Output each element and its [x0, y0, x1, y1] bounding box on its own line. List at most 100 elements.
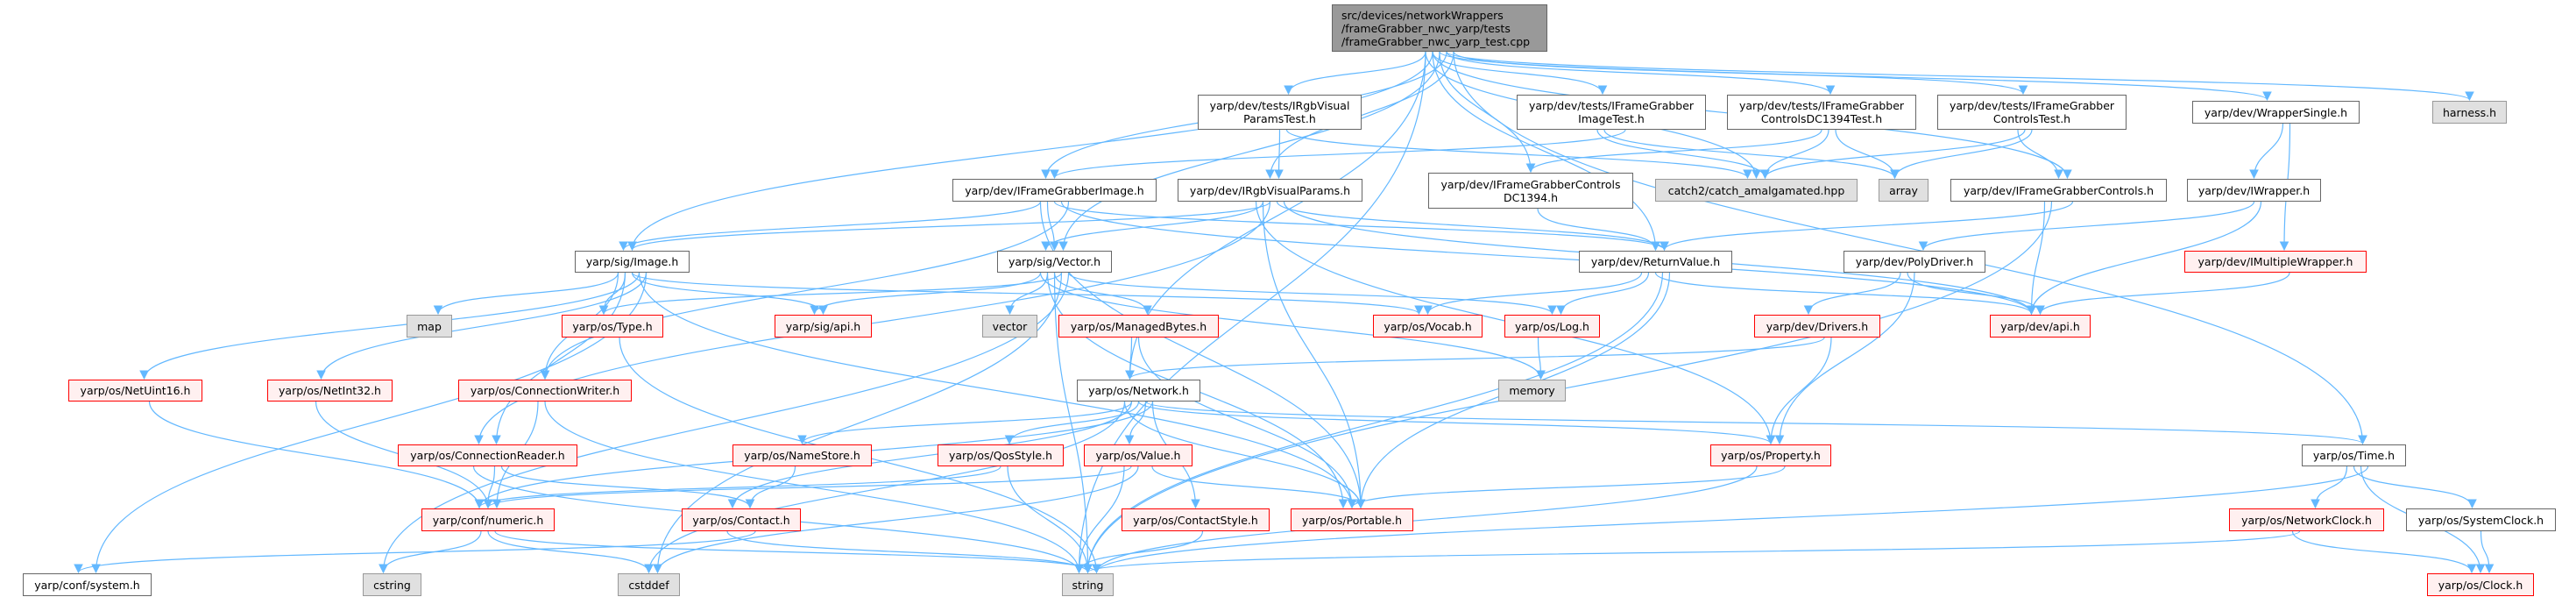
- node-type[interactable]: yarp/os/Type.h: [562, 315, 663, 338]
- node-memory[interactable]: memory: [1498, 380, 1566, 402]
- node-qosstyle[interactable]: yarp/os/QosStyle.h: [938, 444, 1064, 466]
- node-confsystem[interactable]: yarp/conf/system.h: [23, 573, 152, 596]
- node-ifgcontrols[interactable]: yarp/dev/IFrameGrabberControls.h: [1950, 179, 2167, 202]
- node-vocab[interactable]: yarp/os/Vocab.h: [1373, 315, 1483, 338]
- edge-contactstyle-to-string: [1074, 530, 1204, 574]
- node-label: yarp/os/NameStore.h: [744, 449, 860, 462]
- node-catch2[interactable]: catch2/catch_amalgamated.hpp: [1655, 179, 1858, 202]
- node-label: catch2/catch_amalgamated.hpp: [1667, 183, 1845, 197]
- node-ifgimage[interactable]: yarp/dev/IFrameGrabberImage.h: [952, 179, 1157, 202]
- node-label: yarp/dev/IFrameGrabberImage.h: [965, 183, 1144, 197]
- node-drivers[interactable]: yarp/dev/Drivers.h: [1754, 315, 1880, 338]
- node-imultiplewrapper[interactable]: yarp/dev/IMultipleWrapper.h: [2184, 251, 2367, 273]
- node-sigapi[interactable]: yarp/sig/api.h: [775, 315, 872, 338]
- edge-ifgimage-to-returnvalue: [1053, 201, 1669, 252]
- node-netint32[interactable]: yarp/os/NetInt32.h: [267, 380, 393, 402]
- edge-ifgimagetest-to-catch2: [1596, 129, 1770, 180]
- node-managedbytes[interactable]: yarp/os/ManagedBytes.h: [1058, 315, 1219, 338]
- node-label: yarp/sig/api.h: [785, 319, 861, 333]
- node-string[interactable]: string: [1062, 573, 1114, 596]
- edge-root-to-returnvalue: [1432, 51, 1660, 252]
- node-connwriter[interactable]: yarp/os/ConnectionWriter.h: [458, 380, 632, 402]
- node-root[interactable]: src/devices/networkWrappers/frameGrabber…: [1332, 4, 1547, 52]
- node-value[interactable]: yarp/os/Value.h: [1084, 444, 1192, 466]
- node-netuint16[interactable]: yarp/os/NetUint16.h: [68, 380, 202, 402]
- node-property[interactable]: yarp/os/Property.h: [1710, 444, 1831, 466]
- node-connreader[interactable]: yarp/os/ConnectionReader.h: [398, 444, 577, 466]
- node-returnvalue[interactable]: yarp/dev/ReturnValue.h: [1579, 251, 1732, 273]
- node-cstring[interactable]: cstring: [363, 573, 421, 596]
- node-harness[interactable]: harness.h: [2432, 101, 2507, 124]
- node-iwrapper[interactable]: yarp/dev/IWrapper.h: [2187, 179, 2321, 202]
- node-label: yarp/conf/system.h: [34, 578, 140, 592]
- node-label: yarp/os/Value.h: [1095, 449, 1181, 462]
- edge-time-to-string: [1092, 466, 2369, 574]
- edge-image-to-sigapi: [631, 272, 828, 316]
- edge-root-to-time: [1453, 51, 2367, 445]
- edge-root-to-wrappersingle: [1439, 51, 2272, 102]
- node-numeric[interactable]: yarp/conf/numeric.h: [421, 508, 555, 531]
- node-label: array: [1889, 183, 1918, 197]
- node-label: yarp/os/Clock.h: [2438, 578, 2523, 592]
- node-contact[interactable]: yarp/os/Contact.h: [682, 508, 801, 531]
- node-array[interactable]: array: [1879, 179, 1928, 202]
- edge-vector-to-log: [1067, 272, 1557, 316]
- node-time[interactable]: yarp/os/Time.h: [2302, 444, 2406, 466]
- edge-irgbvp-to-portable: [1262, 201, 1366, 509]
- node-wrappersingle[interactable]: yarp/dev/WrapperSingle.h: [2192, 101, 2360, 124]
- node-contactstyle[interactable]: yarp/os/ContactStyle.h: [1122, 508, 1270, 531]
- edge-ifgcontrols-to-string: [1083, 201, 2053, 574]
- edge-numeric-to-cstddef: [487, 530, 654, 574]
- node-label: yarp/dev/WrapperSingle.h: [2204, 105, 2348, 119]
- edge-returnvalue-to-vocab: [1423, 272, 1643, 316]
- edge-ifgcdc1394-to-returnvalue: [1537, 208, 1660, 252]
- node-label: yarp/dev/tests/IFrameGrabber: [1949, 99, 2115, 112]
- node-cstddef[interactable]: cstddef: [618, 573, 680, 596]
- node-portable[interactable]: yarp/os/Portable.h: [1291, 508, 1413, 531]
- node-irgbvp[interactable]: yarp/dev/IRgbVisualParams.h: [1178, 179, 1362, 202]
- node-systemclock[interactable]: yarp/os/SystemClock.h: [2406, 508, 2556, 531]
- edge-time-to-systemclock: [2353, 466, 2477, 509]
- node-label: yarp/os/QosStyle.h: [948, 449, 1052, 462]
- node-polydriver[interactable]: yarp/dev/PolyDriver.h: [1844, 251, 1985, 273]
- edge-ifgimage-to-connwriter: [540, 201, 1070, 380]
- node-label: yarp/conf/numeric.h: [432, 513, 544, 527]
- edge-property-to-portable: [1347, 466, 1786, 509]
- node-map[interactable]: map: [407, 315, 452, 338]
- edge-irgbvp-to-image: [627, 201, 1271, 252]
- node-label: yarp/os/NetUint16.h: [80, 384, 191, 397]
- node-label: yarp/dev/ReturnValue.h: [1590, 255, 1721, 268]
- edge-root-to-harness: [1446, 51, 2474, 102]
- edge-controlstest-to-catch2: [1760, 129, 2026, 180]
- node-label: yarp/os/ConnectionWriter.h: [470, 384, 620, 397]
- edge-ifgimagetest-to-array: [1603, 129, 1900, 180]
- edge-image-to-map: [433, 272, 619, 316]
- node-clock[interactable]: yarp/os/Clock.h: [2427, 573, 2534, 596]
- edge-value-to-portable: [1151, 466, 1366, 509]
- node-label: yarp/os/Vocab.h: [1384, 319, 1472, 333]
- node-label: yarp/dev/PolyDriver.h: [1855, 255, 1974, 268]
- edge-drivers-to-network: [1125, 337, 1825, 380]
- edge-root-to-vector: [1058, 51, 1440, 252]
- edge-property-to-string: [1092, 466, 1758, 574]
- edge-vector-to-sigapi: [810, 272, 1042, 316]
- node-label: yarp/sig/Vector.h: [1008, 255, 1101, 268]
- node-label: ControlsTest.h: [1992, 112, 2071, 125]
- node-network[interactable]: yarp/os/Network.h: [1077, 380, 1200, 402]
- node-namestore[interactable]: yarp/os/NameStore.h: [732, 444, 872, 466]
- node-image[interactable]: yarp/sig/Image.h: [575, 251, 690, 273]
- node-log[interactable]: yarp/os/Log.h: [1504, 315, 1600, 338]
- node-networkclock[interactable]: yarp/os/NetworkClock.h: [2229, 508, 2384, 531]
- node-stdvector[interactable]: vector: [982, 315, 1037, 338]
- edge-root-to-ifgcdc1394: [1439, 51, 1536, 174]
- edge-controlstest-to-ifgcontrols: [2017, 129, 2063, 180]
- node-devapi[interactable]: yarp/dev/api.h: [1990, 315, 2091, 338]
- node-vector[interactable]: yarp/sig/Vector.h: [997, 251, 1112, 273]
- edge-namestore-to-contact: [745, 466, 796, 509]
- edge-vector-to-managedbytes: [1053, 272, 1152, 316]
